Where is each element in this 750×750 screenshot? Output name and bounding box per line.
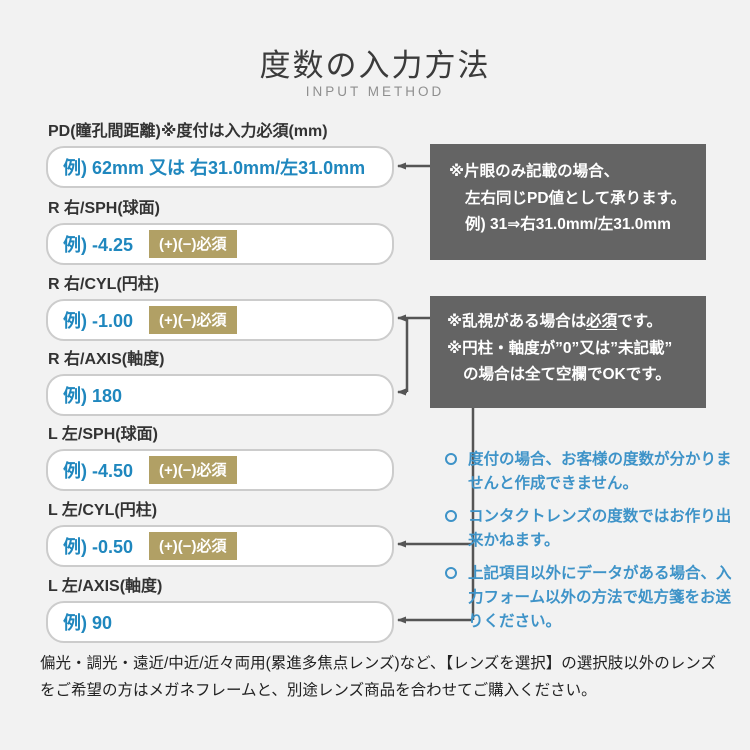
example-text: 例) -0.50 bbox=[63, 537, 134, 557]
cyl-note-line3: の場合は全て空欄でOKです。 bbox=[463, 366, 671, 384]
field-row-r-sph: R 右/SPH(球面) 例) -4.25 (+)(−)必須 bbox=[46, 194, 394, 265]
cyl-note-line1: ※乱視がある場合は必須です。 bbox=[447, 313, 663, 330]
required-sign-badge: (+)(−)必須 bbox=[149, 230, 237, 258]
bullet-note: 上記項目以外にデータがある場合、入力フォーム以外の方法で処方箋をお送りください。 bbox=[443, 562, 739, 634]
required-sign-badge: (+)(−)必須 bbox=[149, 306, 237, 334]
bullet-note-list: 度付の場合、お客様の度数が分かりませんと作成できません。 コンタクトレンズの度数… bbox=[443, 448, 739, 643]
cyl-note-line2: ※円柱・軸度が”0”又は”未記載” bbox=[447, 339, 673, 357]
field-label-r-sph: R 右/SPH(球面) bbox=[48, 200, 161, 217]
pd-input: 例) 62mm 又は 右31.0mm/左31.0mm bbox=[46, 146, 394, 188]
field-row-r-cyl: R 右/CYL(円柱) 例) -1.00 (+)(−)必須 bbox=[46, 270, 394, 341]
pd-note-line1: ※片眼のみ記載の場合、 bbox=[449, 163, 620, 180]
field-label-l-sph: L 左/SPH(球面) bbox=[48, 426, 158, 443]
l-axis-input: 例) 90 bbox=[46, 601, 394, 643]
field-row-l-sph: L 左/SPH(球面) 例) -4.50 (+)(−)必須 bbox=[46, 420, 394, 491]
example-text: 例) 90 bbox=[63, 613, 113, 633]
r-cyl-input: 例) -1.00 (+)(−)必須 bbox=[46, 299, 394, 341]
example-text: 例) -4.25 bbox=[63, 235, 134, 255]
circle-bullet-icon bbox=[445, 567, 457, 580]
required-sign-badge: (+)(−)必須 bbox=[149, 456, 237, 484]
field-row-l-cyl: L 左/CYL(円柱) 例) -0.50 (+)(−)必須 bbox=[46, 496, 394, 567]
circle-bullet-icon bbox=[445, 453, 457, 465]
field-label-pd: PD(瞳孔間距離)※度付は入力必須(mm) bbox=[48, 123, 328, 140]
example-text: 例) 180 bbox=[63, 386, 123, 406]
example-text: 例) 62mm 又は 右31.0mm/左31.0mm bbox=[63, 158, 366, 178]
field-row-l-axis: L 左/AXIS(軸度) 例) 90 bbox=[46, 572, 394, 643]
page-title: 度数の入力方法 bbox=[259, 48, 491, 83]
example-text: 例) -4.50 bbox=[63, 461, 134, 481]
r-axis-input: 例) 180 bbox=[46, 374, 394, 416]
l-cyl-input: 例) -0.50 (+)(−)必須 bbox=[46, 525, 394, 567]
field-label-r-cyl: R 右/CYL(円柱) bbox=[48, 276, 160, 293]
required-underlined: 必須 bbox=[586, 313, 618, 330]
bullet-note: 度付の場合、お客様の度数が分かりませんと作成できません。 bbox=[443, 448, 739, 496]
pd-note-line2: 左右同じPD値として承ります。 bbox=[465, 189, 687, 207]
example-text: 例) -1.00 bbox=[63, 311, 134, 331]
field-label-r-axis: R 右/AXIS(軸度) bbox=[48, 351, 165, 368]
pd-note-line3: 例) 31⇒右31.0mm/左31.0mm bbox=[465, 216, 671, 234]
circle-bullet-icon bbox=[445, 510, 457, 523]
cyl-axis-note-box: ※乱視がある場合は必須です。 ※円柱・軸度が”0”又は”未記載” の場合は全て空… bbox=[430, 296, 706, 408]
l-sph-input: 例) -4.50 (+)(−)必須 bbox=[46, 449, 394, 491]
field-label-l-cyl: L 左/CYL(円柱) bbox=[48, 502, 158, 519]
required-sign-badge: (+)(−)必須 bbox=[149, 532, 237, 560]
footer-note: 偏光・調光・遠近/中近/近々両用(累進多焦点レンズ)など、【レンズを選択】の選択… bbox=[40, 655, 716, 699]
page-subtitle: INPUT METHOD bbox=[305, 84, 445, 99]
pd-note-box: ※片眼のみ記載の場合、 左右同じPD値として承ります。 例) 31⇒右31.0m… bbox=[430, 144, 706, 260]
field-row-pd: PD(瞳孔間距離)※度付は入力必須(mm) 例) 62mm 又は 右31.0mm… bbox=[46, 117, 394, 188]
field-row-r-axis: R 右/AXIS(軸度) 例) 180 bbox=[46, 345, 394, 416]
bullet-note: コンタクトレンズの度数ではお作り出来かねます。 bbox=[443, 505, 739, 553]
field-label-l-axis: L 左/AXIS(軸度) bbox=[48, 578, 163, 595]
r-sph-input: 例) -4.25 (+)(−)必須 bbox=[46, 223, 394, 265]
